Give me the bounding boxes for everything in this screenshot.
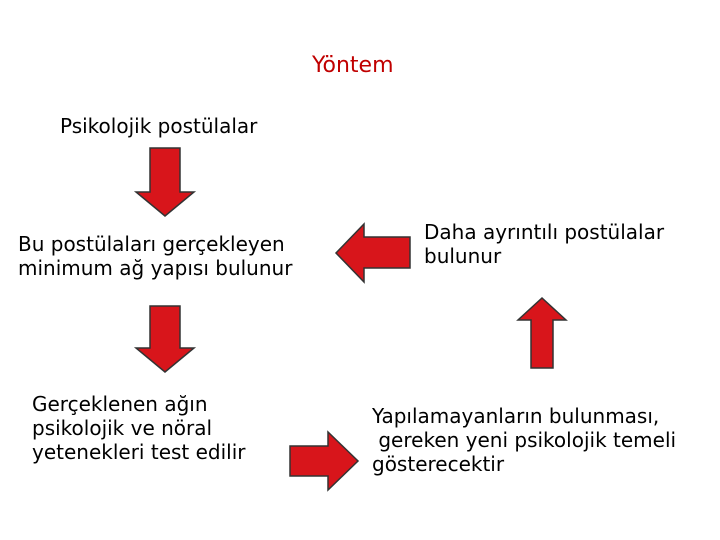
- arrow-left: [334, 222, 411, 284]
- node-unrealized-findings: Yapılamayanların bulunması, gereken yeni…: [372, 404, 677, 476]
- arrow-down-2: [133, 305, 197, 373]
- node-minimum-network: Bu postülaları gerçekleyen minimum ağ ya…: [18, 232, 293, 280]
- node-detailed-postulates: Daha ayrıntılı postülalar bulunur: [424, 220, 665, 268]
- node-network-tested: Gerçeklenen ağın psikolojik ve nöral yet…: [32, 392, 246, 464]
- arrow-right: [289, 430, 360, 492]
- arrow-up: [516, 296, 568, 369]
- diagram-title: Yöntem: [312, 53, 394, 78]
- arrow-down-1: [133, 147, 197, 217]
- node-psychological-postulates: Psikolojik postülalar: [60, 114, 258, 138]
